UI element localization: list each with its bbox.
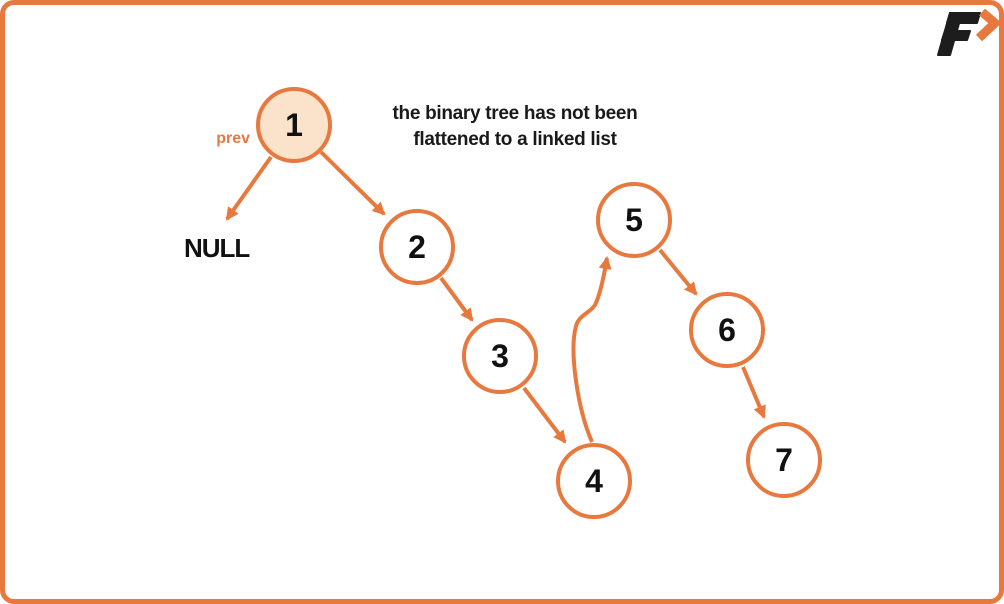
tree-node-3: 3 [462,318,538,394]
tree-node-4: 4 [556,443,632,519]
edge-5-6 [658,248,698,296]
null-label: NULL [184,233,250,263]
node-value: 4 [585,462,603,499]
node-value: 2 [408,228,426,265]
edge-3-4 [522,386,567,444]
tree-node-1: 1 [256,87,332,163]
node-value: 7 [775,441,793,478]
prev-pointer-label: prev [216,130,250,147]
node-value: 5 [625,201,643,238]
tree-node-5: 5 [596,182,672,258]
node-value: 3 [491,337,509,374]
f-arrow-logo-icon [937,8,1002,56]
caption: the binary tree has not been flattened t… [365,101,665,153]
tree-node-6: 6 [689,292,765,368]
edge-1-null [225,155,273,221]
tree-node-7: 7 [746,422,822,498]
node-value: 6 [718,311,736,348]
brand-logo [924,6,1002,60]
edge-4-5-curved [571,256,612,443]
tree-node-2: 2 [379,209,455,285]
node-value: 1 [285,106,303,143]
edge-1-2 [319,150,386,216]
caption-line2: flattened to a linked list [413,129,617,150]
caption-line1: the binary tree has not been [392,103,638,124]
edge-6-7 [741,366,766,419]
edge-2-3 [439,276,474,322]
